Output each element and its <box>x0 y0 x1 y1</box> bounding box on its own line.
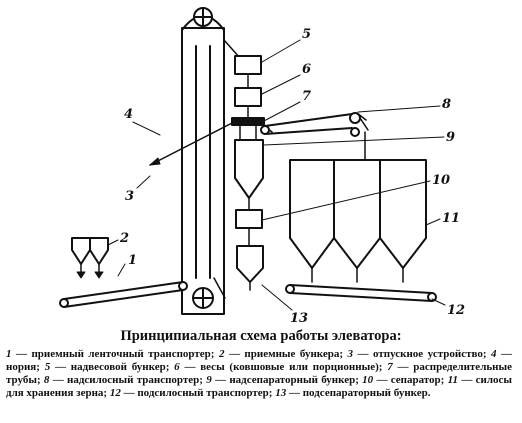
legend-item-text: — весы (ковшовые или порционные); <box>179 361 388 373</box>
legend-item-text: — надсилосный транспортер; <box>49 374 207 386</box>
legend-item-text: — приемные бункера; <box>224 348 348 360</box>
callout-4: 4 <box>124 107 133 122</box>
callout-1: 1 <box>128 253 137 268</box>
legend-item-number: 4 <box>491 348 497 360</box>
silos <box>289 159 427 283</box>
receiving-bins <box>71 237 109 279</box>
legend-item-number: 10 <box>362 374 374 386</box>
legend-item-number: 12 <box>109 387 121 399</box>
bucket-elevator <box>181 7 226 315</box>
under-silo-conveyor <box>285 284 437 302</box>
legend-item: 11 — силосы для хранения зерна; <box>6 374 512 399</box>
scales <box>234 87 262 107</box>
above-silo-conveyor <box>260 112 369 137</box>
legend-item: 3 — отпускное устройство; <box>348 348 492 360</box>
legend-item-text: — подсилосный транспортер; <box>120 387 276 399</box>
legend-item-number: 2 <box>218 348 225 360</box>
legend-item-text: — сепаратор; <box>373 374 448 386</box>
legend-item: 2 — приемные бункера; <box>219 348 348 360</box>
legend-item: 4 — нория; <box>6 348 512 373</box>
legend-item-text: — подсепараторный бункер. <box>286 387 431 399</box>
callout-8: 8 <box>442 97 451 112</box>
sub-separator-bin <box>236 245 264 283</box>
figure-caption: Принципиальная схема работы элеватора: 1… <box>0 328 522 400</box>
legend-item: 12 — подсилосный транспортер; <box>110 387 275 399</box>
legend-item-text: — отпускное устройство; <box>353 348 492 360</box>
legend-item-number: 9 <box>206 374 212 386</box>
above-scale-bin <box>234 55 262 75</box>
legend-item: 7 — распределительные трубы; <box>6 361 512 386</box>
elevator-boot-pulley <box>192 287 214 309</box>
legend-item-number: 1 <box>6 348 12 360</box>
legend-item-number: 8 <box>43 374 50 386</box>
legend-item: 8 — надсилосный транспортер; <box>44 374 206 386</box>
callout-6: 6 <box>302 62 311 77</box>
callout-2: 2 <box>119 231 129 246</box>
legend-item: 5 — надвесовой бункер; <box>45 361 174 373</box>
legend-item-text: — надвесовой бункер; <box>50 361 175 373</box>
legend-item: 10 — сепаратор; <box>362 374 447 386</box>
loading-device <box>149 120 237 166</box>
caption-legend: 1 — приемный ленточный транспортер; 2 — … <box>6 348 512 400</box>
legend-item-number: 5 <box>44 361 51 373</box>
above-separator-bin <box>234 139 264 199</box>
legend-item: 1 — приемный ленточный транспортер; <box>6 348 219 360</box>
legend-item-number: 3 <box>347 348 354 360</box>
callout-9: 9 <box>446 130 455 145</box>
legend-item-number: 6 <box>174 361 180 373</box>
legend-item: 6 — весы (ковшовые или порционные); <box>174 361 387 373</box>
callout-3: 3 <box>125 189 134 204</box>
callout-13: 13 <box>290 311 308 326</box>
legend-item-text: — надсепараторный бункер; <box>211 374 363 386</box>
callout-labels: 1 2 3 4 5 6 7 8 9 10 11 12 13 <box>119 27 465 326</box>
legend-item-number: 11 <box>447 374 459 386</box>
leader-lines <box>107 39 446 311</box>
legend-item-number: 13 <box>275 387 287 399</box>
caption-title: Принципиальная схема работы элеватора: <box>120 328 402 344</box>
legend-item: 9 — надсепараторный бункер; <box>206 374 362 386</box>
loading-device-tip <box>149 157 161 166</box>
callout-12: 12 <box>447 303 465 318</box>
separator <box>235 209 263 229</box>
legend-item-text: — приемный ленточный транспортер; <box>11 348 219 360</box>
elevator-head-pulley <box>193 7 213 27</box>
legend-item-text: — нория; <box>6 348 512 373</box>
callout-5: 5 <box>302 27 311 42</box>
legend-item-text: — распределительные трубы; <box>6 361 512 386</box>
receiving-belt-conveyor <box>59 281 188 308</box>
callout-11: 11 <box>442 211 460 226</box>
legend-item-number: 7 <box>387 361 393 373</box>
legend-item-text: — силосы для хранения зерна; <box>6 374 512 399</box>
callout-7: 7 <box>302 89 311 104</box>
callout-10: 10 <box>432 173 450 188</box>
legend-item: 13 — подсепараторный бункер. <box>275 387 430 399</box>
